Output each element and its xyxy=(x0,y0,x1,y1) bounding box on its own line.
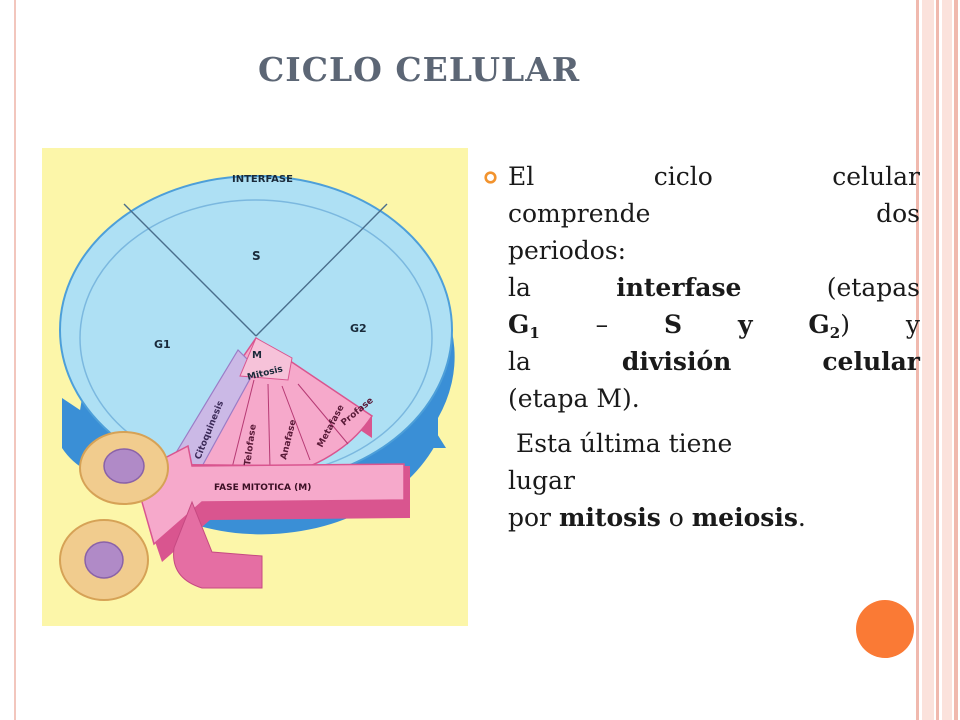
term-g2-group: G2) xyxy=(808,306,850,343)
cell-bottom-nucleus xyxy=(84,541,124,579)
text-line: (etapa M). xyxy=(508,380,920,417)
word: (etapa M). xyxy=(508,384,640,413)
dash: – xyxy=(595,310,609,339)
cell-top-nucleus xyxy=(103,448,145,484)
word-y-bold: y xyxy=(737,310,753,339)
stripe xyxy=(922,0,934,720)
body-text: El ciclo celular comprende dos periodos:… xyxy=(508,158,920,536)
phase-divider xyxy=(281,385,311,461)
cell-cycle-svg: INTERFASE S G1 G2 M Mitosis Citoquinesis… xyxy=(59,174,455,601)
stripe xyxy=(954,0,958,720)
word: la xyxy=(508,273,531,302)
mitotic-arrow-tail xyxy=(173,500,263,589)
text-line: El ciclo celular xyxy=(508,158,920,195)
word: por xyxy=(508,503,559,532)
left-border-line xyxy=(14,0,16,720)
paragraph-cell-cycle: El ciclo celular comprende dos periodos:… xyxy=(508,158,920,417)
subscript-1: 1 xyxy=(529,324,540,342)
label-g2: G2 xyxy=(350,322,367,335)
text-line: comprende dos xyxy=(508,195,920,232)
period: . xyxy=(797,503,806,532)
label-m: M xyxy=(252,350,262,361)
label-g1: G1 xyxy=(154,338,171,351)
term-s: S xyxy=(664,310,683,339)
text-line: lugar xyxy=(508,466,575,495)
divider-g1-s xyxy=(123,203,257,337)
word: y xyxy=(905,310,920,339)
text-line: la interfase (etapas xyxy=(508,269,920,306)
paren: ) xyxy=(840,310,850,339)
divider-s-g2 xyxy=(255,203,388,337)
word: la xyxy=(508,347,531,376)
g-letter: G xyxy=(508,310,530,339)
bullet-ring-icon xyxy=(484,171,497,184)
word: El xyxy=(508,162,535,191)
stripe xyxy=(942,0,952,720)
phase-divider xyxy=(231,379,255,469)
g-letter: G xyxy=(808,310,830,339)
term-g1: G1 xyxy=(508,306,540,343)
term-interfase: interfase xyxy=(616,273,742,302)
word: dos xyxy=(876,199,920,228)
interphase-arrow-head xyxy=(402,410,446,448)
word: celular xyxy=(832,162,920,191)
stripe xyxy=(936,0,939,720)
text-line: Esta última tiene xyxy=(508,429,733,458)
subscript-2: 2 xyxy=(829,324,841,342)
paragraph-last-phase: Esta última tiene lugar por mitosis o me… xyxy=(508,425,920,536)
text-line: G1 – S y G2) y xyxy=(508,306,920,343)
term-division: división xyxy=(621,347,732,376)
right-decorative-stripes xyxy=(916,0,960,720)
label-fase-mitotica: FASE MITOTICA (M) xyxy=(214,483,311,493)
m-cap-slice xyxy=(239,337,293,381)
phase-divider xyxy=(267,383,271,469)
text-line: la división celular xyxy=(508,343,920,380)
stripe xyxy=(916,0,919,720)
word: o xyxy=(660,503,692,532)
term-meiosis: meiosis xyxy=(691,503,798,532)
label-interfase: INTERFASE xyxy=(232,174,293,185)
label-s: S xyxy=(252,249,261,263)
text-line: por mitosis o meiosis. xyxy=(508,499,920,536)
term-mitosis: mitosis xyxy=(558,503,661,532)
orange-decorative-circle xyxy=(856,600,914,658)
phase-divider xyxy=(297,383,349,445)
word: periodos: xyxy=(508,236,627,265)
word: ciclo xyxy=(653,162,713,191)
text-line: periodos: xyxy=(508,232,920,269)
word: comprende xyxy=(508,199,651,228)
cell-cycle-diagram: INTERFASE S G1 G2 M Mitosis Citoquinesis… xyxy=(42,148,468,626)
slide-title: CICLO CELULAR xyxy=(258,50,581,89)
term-celular: celular xyxy=(822,347,920,376)
mitotic-arrow xyxy=(133,444,405,546)
word: (etapas xyxy=(826,273,920,302)
